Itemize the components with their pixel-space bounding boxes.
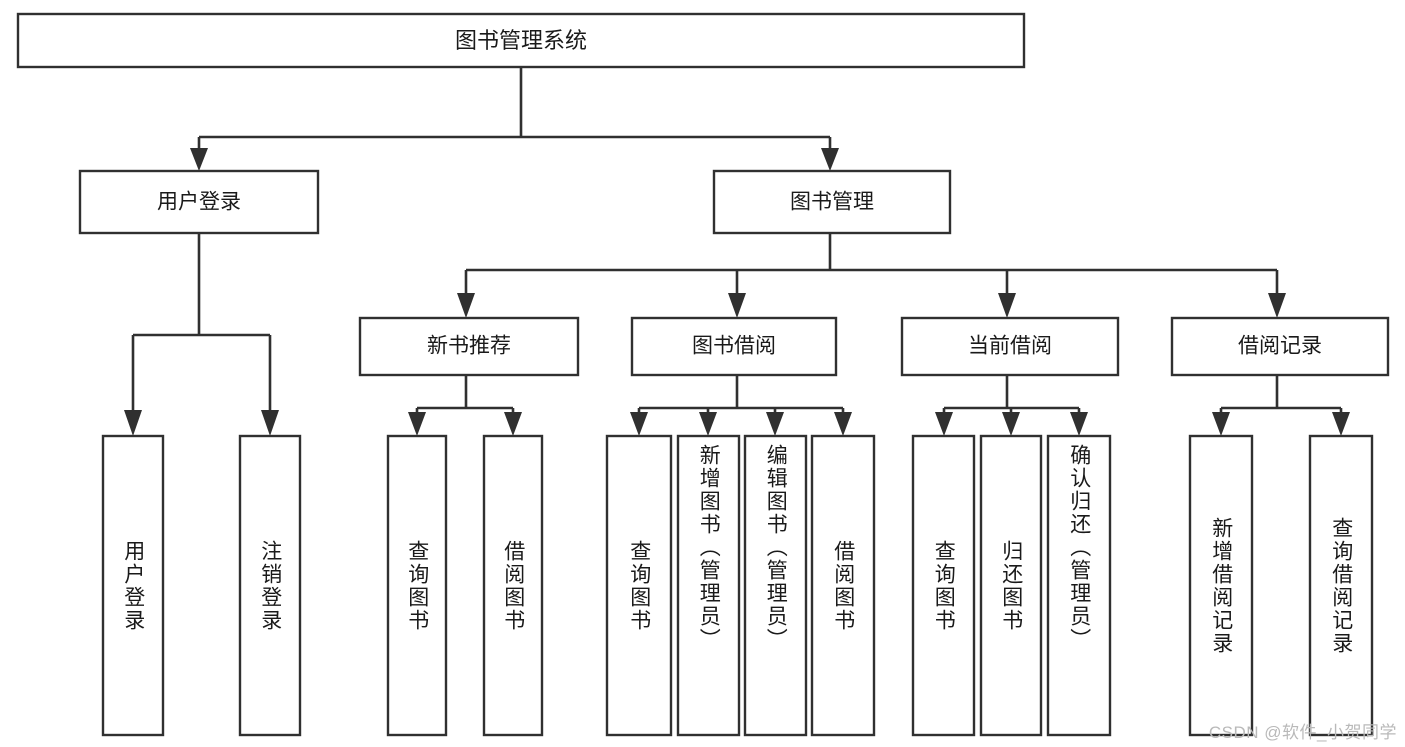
arrow-head-leaf-borrow-book-rec bbox=[504, 412, 522, 436]
node-root-box[interactable] bbox=[16, 12, 1026, 69]
node-root[interactable]: 图书管理系统 bbox=[16, 12, 1026, 69]
arrow-head-book-borrow bbox=[728, 293, 746, 318]
node-leaf-user-login-box[interactable] bbox=[101, 434, 165, 737]
arrow-head-leaf-query-book-2 bbox=[630, 412, 648, 436]
node-leaf-add-record-box[interactable] bbox=[1188, 434, 1254, 737]
node-book-borrow-box[interactable] bbox=[630, 316, 838, 377]
node-leaf-return-book-box[interactable] bbox=[979, 434, 1043, 737]
leaf-box-layer bbox=[101, 434, 1374, 737]
node-book-borrow[interactable]: 图书借阅 bbox=[630, 316, 838, 377]
arrow-head-leaf-confirm-return bbox=[1070, 412, 1088, 436]
node-book-manage-box[interactable] bbox=[712, 169, 952, 235]
arrow-head-leaf-edit-book bbox=[766, 412, 784, 436]
arrow-head-leaf-borrow-book-2 bbox=[834, 412, 852, 436]
node-book-manage[interactable]: 图书管理 bbox=[712, 169, 952, 235]
arrow-head-leaf-return-book bbox=[1002, 412, 1020, 436]
node-book-borrow-label: 图书借阅 bbox=[692, 335, 776, 358]
node-root-label: 图书管理系统 bbox=[455, 28, 587, 53]
arrow-head-book-manage bbox=[821, 148, 839, 171]
arrow-head-leaf-query-book-rec bbox=[408, 412, 426, 436]
node-leaf-user-logout-box[interactable] bbox=[238, 434, 302, 737]
node-current-borrow[interactable]: 当前借阅 bbox=[900, 316, 1120, 377]
node-borrow-record-box[interactable] bbox=[1170, 316, 1390, 377]
arrow-head-user-login bbox=[190, 148, 208, 171]
arrow-head-leaf-add-record bbox=[1212, 412, 1230, 436]
node-current-borrow-box[interactable] bbox=[900, 316, 1120, 377]
node-leaf-add-book-box[interactable] bbox=[676, 434, 741, 737]
node-new-book-rec[interactable]: 新书推荐 bbox=[358, 316, 580, 377]
arrow-head-leaf-query-book-3 bbox=[935, 412, 953, 436]
arrow-head-current-borrow bbox=[998, 293, 1016, 318]
node-current-borrow-label: 当前借阅 bbox=[968, 335, 1052, 358]
connector-layer bbox=[124, 67, 1350, 436]
node-user-login[interactable]: 用户登录 bbox=[78, 169, 320, 235]
node-leaf-query-book-2-box[interactable] bbox=[605, 434, 673, 737]
node-leaf-query-book-3-box[interactable] bbox=[911, 434, 976, 737]
node-new-book-rec-box[interactable] bbox=[358, 316, 580, 377]
arrow-head-borrow-record bbox=[1268, 293, 1286, 318]
node-new-book-rec-label: 新书推荐 bbox=[427, 335, 511, 358]
node-book-manage-label: 图书管理 bbox=[790, 191, 874, 214]
csdn-watermark: CSDN @软件_小贺同学 bbox=[1208, 723, 1397, 742]
node-leaf-query-record-box[interactable] bbox=[1308, 434, 1374, 737]
arrow-head-leaf-query-record bbox=[1332, 412, 1350, 436]
node-leaf-edit-book-box[interactable] bbox=[743, 434, 808, 737]
node-user-login-box[interactable] bbox=[78, 169, 320, 235]
node-leaf-confirm-return-box[interactable] bbox=[1046, 434, 1112, 737]
arrow-head-leaf-user-login bbox=[124, 410, 142, 436]
node-leaf-borrow-book-2-box[interactable] bbox=[810, 434, 876, 737]
node-borrow-record[interactable]: 借阅记录 bbox=[1170, 316, 1390, 377]
arrow-head-leaf-user-logout bbox=[261, 410, 279, 436]
arrow-head-new-book-rec bbox=[457, 293, 475, 318]
node-borrow-record-label: 借阅记录 bbox=[1238, 335, 1322, 358]
node-leaf-borrow-book-rec-box[interactable] bbox=[482, 434, 544, 737]
arrow-head-leaf-add-book bbox=[699, 412, 717, 436]
node-leaf-query-book-rec-box[interactable] bbox=[386, 434, 448, 737]
node-user-login-label: 用户登录 bbox=[157, 191, 241, 214]
